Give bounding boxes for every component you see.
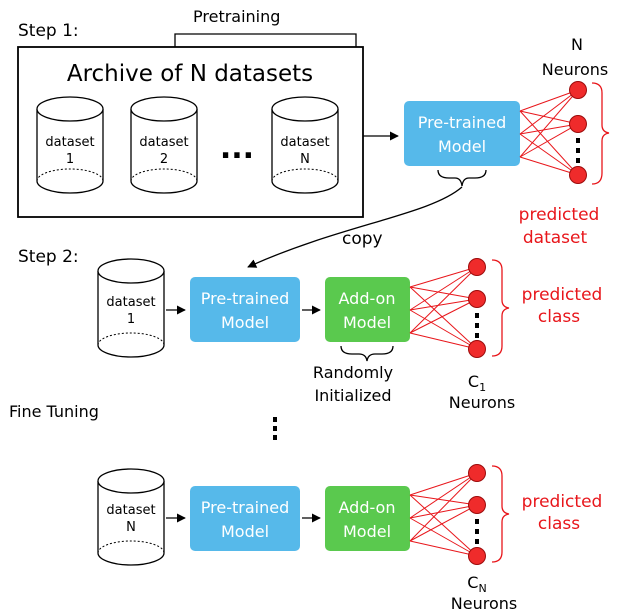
- archive-ellipsis: ...: [220, 131, 254, 166]
- step1-predicted-line2: dataset: [523, 228, 588, 248]
- step1-neuron-dots: [576, 138, 580, 163]
- fine-tuning-label: Fine Tuning: [9, 402, 99, 421]
- archive-dataset-2-name: dataset: [139, 135, 188, 150]
- step1-output-brace: [591, 82, 610, 185]
- archive-title: Archive of N datasets: [67, 61, 313, 87]
- step1-neuron-n: [569, 166, 587, 184]
- row1-neurons-count-sub: 1: [479, 381, 486, 394]
- row2-predicted-line1: predicted: [522, 492, 603, 512]
- row2-neurons-count: CN: [467, 573, 486, 595]
- archive-dataset-n-cylinder: dataset N: [271, 96, 339, 194]
- step1-connections: [519, 89, 579, 176]
- row1-predicted-line1: predicted: [522, 285, 603, 305]
- row2-neurons-count-sub: N: [478, 582, 486, 595]
- archive-dataset-2-index: 2: [160, 152, 168, 167]
- pretraining-label: Pretraining: [193, 7, 280, 26]
- row1-addon-model-line2: Model: [343, 313, 391, 332]
- row2-neuron-2: [468, 496, 486, 514]
- archive-dataset-1-index: 1: [66, 152, 74, 167]
- row1-output-brace: [491, 259, 510, 357]
- row1-neuron-1: [468, 258, 486, 276]
- row2-pretrained-model-box: [190, 486, 300, 551]
- step2-label: Step 2:: [18, 247, 79, 267]
- row1-connections: [409, 266, 478, 350]
- row2-pretrained-model-line1: Pre-trained: [201, 498, 289, 517]
- step1-neurons-label: Neurons: [542, 60, 608, 79]
- row1-dataset-cylinder: dataset 1: [97, 258, 165, 358]
- step1-neurons-count: N: [571, 35, 583, 54]
- archive-dataset-1-cylinder: dataset 1: [36, 96, 104, 194]
- row1-neuron-c1: [468, 340, 486, 358]
- step1-model-brace: [437, 169, 487, 187]
- row1-pretrained-model-line1: Pre-trained: [201, 289, 289, 308]
- row2-pretrained-model-line2: Model: [221, 522, 269, 541]
- row1-dataset-index: 1: [127, 312, 135, 327]
- step1-neuron-2: [569, 115, 587, 133]
- row1-random-line2: Initialized: [314, 386, 391, 405]
- row1-pretrained-model-box: [190, 277, 300, 342]
- row2-predicted-line2: class: [538, 514, 580, 534]
- row2-connections: [409, 472, 478, 557]
- archive-dataset-n-index: N: [300, 152, 310, 167]
- row1-pretrained-model-line2: Model: [221, 313, 269, 332]
- row2-addon-model-line2: Model: [343, 522, 391, 541]
- row1-dataset-name: dataset: [106, 295, 155, 310]
- row1-addon-brace: [340, 345, 394, 362]
- archive-dataset-1-name: dataset: [45, 135, 94, 150]
- rows-vertical-ellipsis: [273, 417, 277, 440]
- row2-neuron-cn: [468, 547, 486, 565]
- row2-dataset-cylinder: dataset N: [97, 468, 165, 566]
- row2-neuron-1: [468, 464, 486, 482]
- step1-predicted-line1: predicted: [519, 205, 600, 225]
- row1-random-line1: Randomly: [313, 363, 393, 382]
- row2-addon-model-box: [325, 486, 410, 551]
- pretraining-arrow: [174, 33, 399, 141]
- archive-dataset-2-cylinder: dataset 2: [130, 96, 198, 194]
- row2-addon-model-line1: Add-on: [339, 498, 396, 517]
- step1-neuron-1: [569, 81, 587, 99]
- row2-neurons-label: Neurons: [451, 594, 517, 613]
- row1-addon-model-line1: Add-on: [339, 289, 396, 308]
- row1-addon-model-box: [325, 277, 410, 342]
- step1-pretrained-model-box: [404, 101, 520, 166]
- row2-dataset-name: dataset: [106, 503, 155, 518]
- row2-neuron-dots: [475, 519, 479, 544]
- copy-label: copy: [342, 229, 383, 249]
- row1-neuron-2: [468, 290, 486, 308]
- row2-neurons-count-base: C: [467, 573, 478, 592]
- row2-dataset-index: N: [126, 520, 136, 535]
- step1-pretrained-model-line2: Model: [438, 137, 486, 156]
- archive-dataset-n-name: dataset: [280, 135, 329, 150]
- row1-neurons-count-base: C: [468, 372, 479, 391]
- row1-neuron-dots: [475, 313, 479, 338]
- step1-pretrained-model-line1: Pre-trained: [418, 113, 506, 132]
- row1-neurons-count: C1: [468, 372, 486, 394]
- step1-label: Step 1:: [18, 21, 79, 41]
- row1-neurons-label: Neurons: [449, 393, 515, 412]
- copy-arrow: [247, 186, 463, 268]
- row1-predicted-line2: class: [538, 307, 580, 327]
- row2-output-brace: [491, 465, 510, 563]
